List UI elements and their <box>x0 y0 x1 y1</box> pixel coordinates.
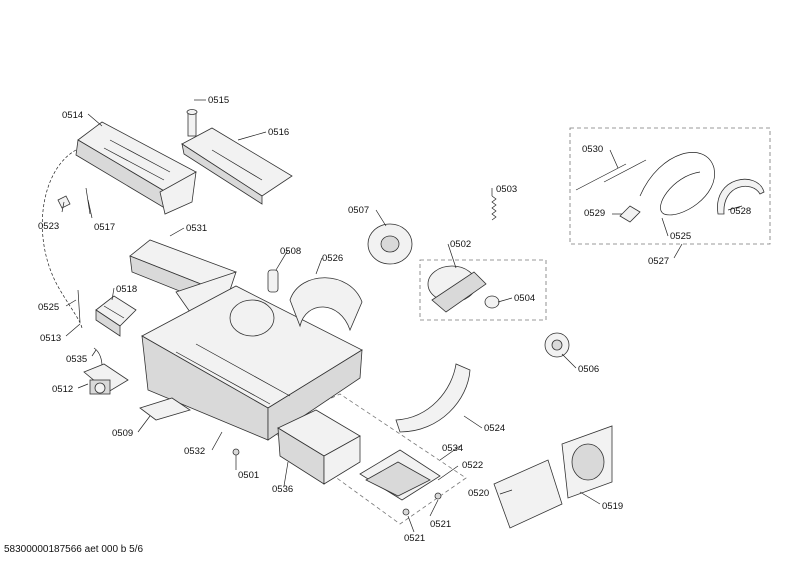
rod-0530a-part <box>575 163 627 191</box>
coupling-part <box>484 295 500 309</box>
callout-0518: 0518 <box>116 284 137 295</box>
callout-0523: 0523 <box>38 221 59 232</box>
fan-housing-part <box>289 277 363 332</box>
filter-flap-part <box>139 397 191 421</box>
document-footer: 58300000187566 aet 000 b 5/6 <box>4 544 143 555</box>
spring-part <box>491 195 497 221</box>
callout-0525-left: 0525 <box>38 302 59 313</box>
callout-labels: 0514 0515 0516 0523 0517 0531 0508 0526 … <box>38 95 751 544</box>
screw-part <box>232 448 240 462</box>
screw-0521a-part <box>434 492 442 500</box>
callout-0516: 0516 <box>268 127 289 138</box>
callout-0504: 0504 <box>514 293 535 304</box>
clip-0523-part <box>57 195 71 209</box>
callout-0532: 0532 <box>184 446 205 457</box>
thermostat-part <box>267 269 279 293</box>
callout-0529: 0529 <box>584 208 605 219</box>
seal-part <box>395 363 471 433</box>
fan-wheel-part <box>367 223 413 265</box>
condenser-frame-part <box>359 449 441 501</box>
callout-0502: 0502 <box>450 239 471 250</box>
drain-hose-part <box>42 149 83 329</box>
callout-0535: 0535 <box>66 354 87 365</box>
callout-0528: 0528 <box>730 206 751 217</box>
callout-0519: 0519 <box>602 501 623 512</box>
callout-0514: 0514 <box>62 110 83 121</box>
callout-0508: 0508 <box>280 246 301 257</box>
callout-0536: 0536 <box>272 484 293 495</box>
callout-0506: 0506 <box>578 364 599 375</box>
pump-cover-part <box>95 295 137 337</box>
callout-0521-a: 0521 <box>430 519 451 530</box>
callout-0520: 0520 <box>468 488 489 499</box>
motor-group-frame <box>419 259 547 321</box>
kit-group-frame <box>569 127 771 245</box>
hose-0525b-part <box>639 152 715 216</box>
filler-tube-part <box>186 109 198 137</box>
bracket-0528-part <box>717 178 765 215</box>
callout-0515: 0515 <box>208 95 229 106</box>
callout-0526: 0526 <box>322 253 343 264</box>
callout-0512: 0512 <box>52 384 73 395</box>
hose-0513-part <box>77 289 81 323</box>
base-housing-part <box>141 285 363 441</box>
callout-0513: 0513 <box>40 333 61 344</box>
callout-0517: 0517 <box>94 222 115 233</box>
leader-lines <box>61 99 743 533</box>
callout-0521-b: 0521 <box>404 533 425 544</box>
callout-0527: 0527 <box>648 256 669 267</box>
screw-0521b-part <box>402 508 410 516</box>
water-container-part <box>75 121 197 215</box>
condenser-group-frame <box>267 393 467 525</box>
callout-0531: 0531 <box>186 223 207 234</box>
callout-0501: 0501 <box>238 470 259 481</box>
pulley-part <box>544 332 570 358</box>
callout-0509: 0509 <box>112 428 133 439</box>
cover-plate-part <box>493 459 563 529</box>
fan-grille-part <box>561 425 613 499</box>
callout-0522: 0522 <box>462 460 483 471</box>
connector-0529-part <box>619 205 641 223</box>
callout-0524: 0524 <box>484 423 505 434</box>
rod-0530b-part <box>603 159 647 183</box>
pump-part <box>83 363 129 395</box>
callout-0534: 0534 <box>442 443 463 454</box>
condenser-part <box>277 409 361 485</box>
callout-0503: 0503 <box>496 184 517 195</box>
callout-0525-kit: 0525 <box>670 231 691 242</box>
callout-0530: 0530 <box>582 144 603 155</box>
callout-0507: 0507 <box>348 205 369 216</box>
motor-part <box>427 265 487 313</box>
container-cover-part <box>181 127 293 205</box>
